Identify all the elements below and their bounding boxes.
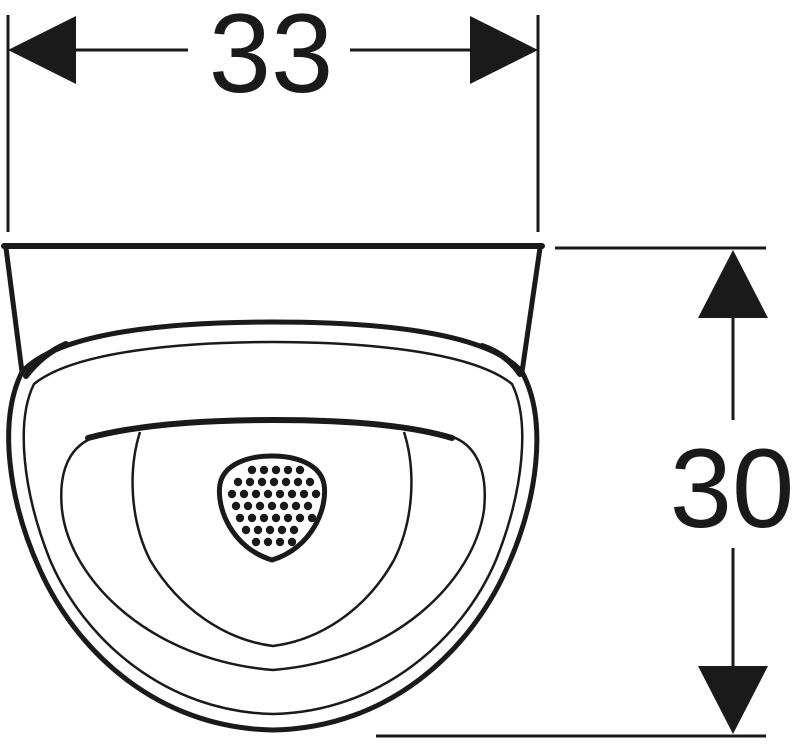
drain-hole (243, 501, 253, 511)
width-dimension: 33 (6, 0, 540, 232)
drain-hole (283, 465, 293, 475)
drain-hole (257, 477, 267, 487)
drain-hole (269, 477, 279, 487)
flush-spreader (85, 416, 455, 441)
drain-holes (227, 465, 321, 547)
drain-hole (251, 537, 261, 547)
width-arrow-left-icon (8, 16, 76, 84)
drain-hole (255, 501, 265, 511)
drain-hole (283, 513, 293, 523)
urinal-inner-rim (22, 340, 524, 716)
drain-hole (299, 489, 309, 499)
drain-outline (216, 453, 328, 563)
drain-hole (287, 537, 297, 547)
drain-hole (271, 465, 281, 475)
urinal-rim-accent-left (23, 341, 69, 379)
drain-hole (245, 477, 255, 487)
drain-hole (259, 465, 269, 475)
drain-hole (231, 501, 241, 511)
drain-grate (216, 453, 328, 563)
drain-hole (247, 513, 257, 523)
drain-hole (311, 489, 321, 499)
drain-hole (267, 501, 277, 511)
urinal-left-side (3, 245, 25, 375)
urinal-outline (1, 243, 545, 733)
height-dimension-label: 30 (670, 426, 795, 551)
urinal-bowl-inner (131, 431, 413, 648)
drain-hole (289, 525, 299, 535)
drain-hole (271, 513, 281, 523)
drain-hole (291, 501, 301, 511)
height-arrow-bottom-icon (698, 666, 768, 734)
width-arrow-right-icon (470, 16, 538, 84)
height-dimension: 30 (376, 246, 795, 738)
drain-hole (241, 525, 251, 535)
drain-hole (295, 465, 305, 475)
drain-hole (259, 513, 269, 523)
drain-hole (295, 513, 305, 523)
drain-hole (253, 525, 263, 535)
drain-hole (263, 537, 273, 547)
drain-hole (275, 537, 285, 547)
drain-hole (293, 477, 303, 487)
urinal-outer-rim (6, 319, 540, 733)
urinal-rim-accent-right (479, 343, 523, 377)
drain-hole (227, 489, 237, 499)
urinal-bowl-outer (60, 434, 486, 672)
drain-hole (303, 501, 313, 511)
drain-hole (277, 525, 287, 535)
drain-hole (275, 489, 285, 499)
drain-hole (235, 513, 245, 523)
drain-hole (233, 477, 243, 487)
drain-hole (279, 501, 289, 511)
drain-hole (239, 489, 249, 499)
drain-hole (263, 489, 273, 499)
drain-hole (265, 525, 275, 535)
drain-hole (287, 489, 297, 499)
drain-hole (251, 489, 261, 499)
width-dimension-label: 33 (209, 0, 334, 116)
urinal-right-side (519, 245, 543, 375)
drain-hole (307, 513, 317, 523)
drain-hole (281, 477, 291, 487)
drain-hole (305, 477, 315, 487)
height-arrow-top-icon (698, 250, 768, 318)
drain-hole (247, 465, 257, 475)
